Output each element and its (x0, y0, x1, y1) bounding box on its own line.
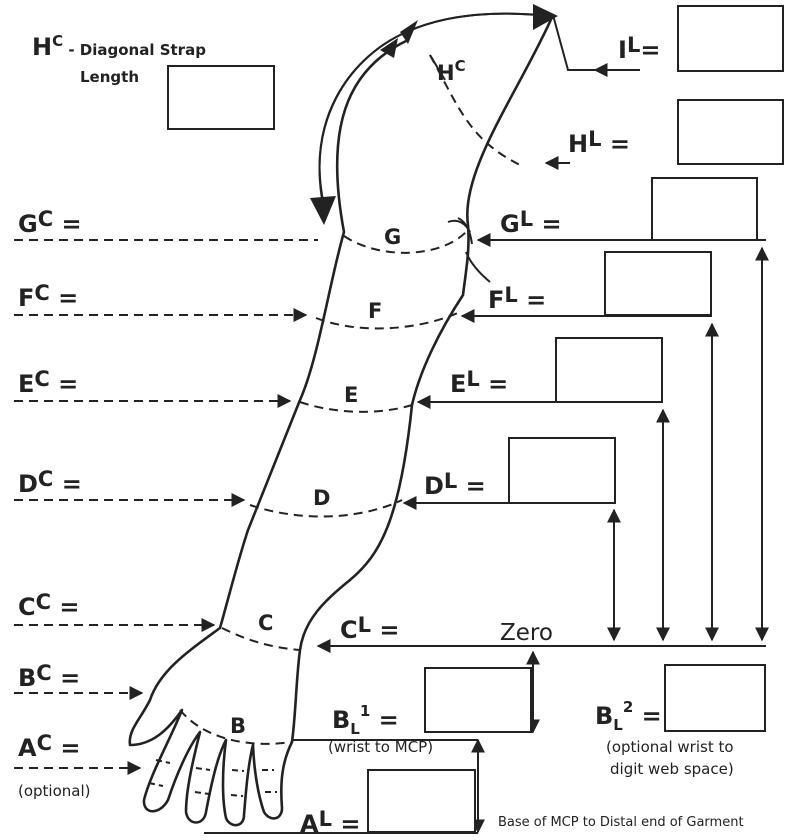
diagonal-strap-title-line2: Length (80, 68, 139, 86)
bl1-input-box[interactable] (424, 667, 532, 733)
hl-label: HL = (568, 127, 630, 158)
d-circ (249, 499, 403, 518)
g-circ (343, 231, 467, 254)
zero-label: Zero (500, 620, 553, 646)
dl-label: DL = (424, 469, 486, 500)
bl1-label: BL1 = (332, 702, 399, 738)
axilla-curve (465, 251, 491, 283)
c-arm-label: C (258, 611, 273, 635)
diagonal-strap-title: HC - Diagonal Strap (32, 32, 206, 61)
c-circ (221, 627, 301, 651)
fl-label: FL = (488, 283, 546, 314)
ac-label: AC = (optional) (14, 731, 142, 800)
footer-note: Base of MCP to Distal end of Garment (498, 815, 744, 830)
svg-text:CC =: CC = (18, 590, 80, 621)
hc-input-box[interactable] (167, 65, 275, 130)
svg-text:GC =: GC = (18, 207, 82, 238)
f-arm-label: F (368, 299, 382, 323)
hc-arrow-right (533, 4, 558, 30)
g-arm-label: G (384, 225, 401, 249)
optional-note: (optional) (18, 782, 91, 800)
arm-outline (128, 13, 555, 827)
fl-input-box[interactable] (604, 251, 712, 316)
f-circ (315, 311, 461, 330)
il-label: IL= (618, 33, 660, 64)
dc-label: DC = (14, 467, 246, 507)
b-circ (179, 709, 293, 745)
gl-label: GL = (500, 207, 562, 238)
svg-text:DC =: DC = (18, 467, 82, 498)
gc-label: GC = (14, 207, 318, 241)
b-arm-label: B (230, 714, 246, 738)
finger-creases (148, 759, 277, 797)
hl-input-box[interactable] (677, 99, 784, 165)
dl-input-box[interactable] (508, 437, 616, 504)
bl1-note: (wrist to MCP) (328, 738, 433, 756)
d-arm-label: D (313, 486, 330, 510)
al-label: AL = (300, 807, 360, 838)
bl2-input-box[interactable] (664, 664, 766, 732)
bl2-label: BL2 = (595, 698, 662, 734)
hc-arm-label: HC (437, 57, 466, 85)
bc-label: BC = (14, 661, 144, 700)
il-input-box[interactable] (677, 5, 784, 72)
fc-label: FC = (14, 281, 308, 322)
cl-label: CL = (340, 613, 399, 644)
gl-input-box[interactable] (651, 177, 758, 241)
al-input-box[interactable] (367, 769, 476, 833)
svg-text:BC =: BC = (18, 661, 80, 692)
el-label: EL = (450, 367, 508, 398)
bl2-note-line2: digit web space) (610, 760, 734, 778)
svg-text:EC =: EC = (18, 367, 78, 398)
svg-text:AC =: AC = (18, 731, 80, 762)
el-input-box[interactable] (555, 337, 663, 403)
e-arm-label: E (344, 383, 358, 407)
hc-arrow-down (310, 196, 336, 225)
svg-text:FC =: FC = (18, 281, 78, 312)
ec-label: EC = (14, 367, 292, 408)
bl2-note-line1: (optional wrist to (606, 738, 734, 756)
cc-label: CC = (14, 590, 216, 632)
